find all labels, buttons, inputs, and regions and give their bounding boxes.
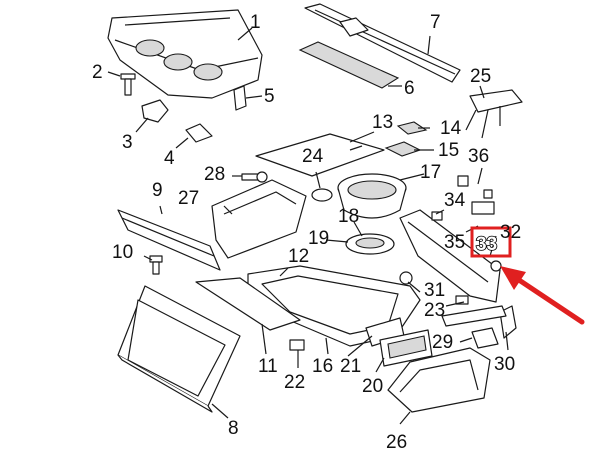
package-shelf-part <box>107 9 263 99</box>
floor-board-part-13 <box>255 133 385 177</box>
callout-14: 14 <box>440 118 462 139</box>
callout-9: 9 <box>152 180 163 201</box>
clip-part-31 <box>399 271 469 305</box>
bracket-part-4 <box>185 123 213 143</box>
side-liner-part-11 <box>195 277 301 331</box>
callout-3: 3 <box>122 132 133 153</box>
callout-13: 13 <box>372 112 393 133</box>
callout-27: 27 <box>178 188 199 209</box>
callout-31: 31 <box>424 280 445 301</box>
callout-25: 25 <box>470 66 491 87</box>
clip-part-2 <box>120 73 136 96</box>
corner-trim-part-26 <box>387 347 491 413</box>
bracket-part-29 <box>471 327 499 349</box>
callout-4: 4 <box>164 148 175 169</box>
side-rail-part-35 <box>399 209 502 303</box>
retainer-part-5 <box>233 85 247 111</box>
callout-6: 6 <box>404 78 415 99</box>
sunshade-part-7 <box>304 3 461 83</box>
callout-33-highlighted: 33 <box>476 234 497 255</box>
callout-16: 16 <box>312 356 333 377</box>
seat-back-part-8 <box>117 285 241 413</box>
callout-19: 19 <box>308 228 329 249</box>
fastener-part-10 <box>149 255 163 275</box>
callout-36: 36 <box>468 146 489 167</box>
callout-10: 10 <box>112 242 133 263</box>
leader-lines <box>107 27 509 425</box>
bracket-part-3 <box>141 99 169 123</box>
callout-1: 1 <box>250 12 261 33</box>
spare-tire-part-18 <box>345 233 395 255</box>
highlight-box <box>470 226 512 258</box>
pad-part-14 <box>396 121 428 135</box>
callout-35: 35 <box>444 232 465 253</box>
callout-28: 28 <box>204 164 225 185</box>
side-trim-part-27 <box>211 179 307 259</box>
cap-part-24 <box>311 188 333 202</box>
block-part-22 <box>289 339 305 351</box>
callout-17: 17 <box>420 162 441 183</box>
callout-23: 23 <box>424 300 445 321</box>
mesh-pad-part-6 <box>298 41 400 89</box>
callout-26: 26 <box>386 432 407 453</box>
sill-part-23 <box>441 305 507 327</box>
callout-5: 5 <box>264 86 275 107</box>
bolt-part-28 <box>241 171 268 183</box>
callout-22: 22 <box>284 372 305 393</box>
callout-32: 32 <box>500 222 521 243</box>
callout-34: 34 <box>444 190 466 211</box>
callout-21: 21 <box>340 356 361 377</box>
callout-7: 7 <box>430 12 441 33</box>
callout-11: 11 <box>258 356 278 377</box>
callout-20: 20 <box>362 376 383 397</box>
hinge-part-25 <box>465 89 523 139</box>
callout-12: 12 <box>288 246 309 267</box>
fastener-part-34 <box>431 211 443 221</box>
pad-part-15 <box>384 141 422 157</box>
callout-8: 8 <box>228 418 239 439</box>
highlight-arrow <box>500 266 585 325</box>
sill-trim-part-9 <box>117 209 221 271</box>
callout-15: 15 <box>438 140 459 161</box>
callout-30: 30 <box>494 354 515 375</box>
tire-well-part-17 <box>337 173 407 219</box>
callout-24: 24 <box>302 146 324 167</box>
storage-box-part-20 <box>365 317 433 367</box>
callout-29: 29 <box>432 332 453 353</box>
callout-18: 18 <box>338 206 359 227</box>
callout-2: 2 <box>92 62 103 83</box>
fastener-group-part-36 <box>457 175 495 215</box>
